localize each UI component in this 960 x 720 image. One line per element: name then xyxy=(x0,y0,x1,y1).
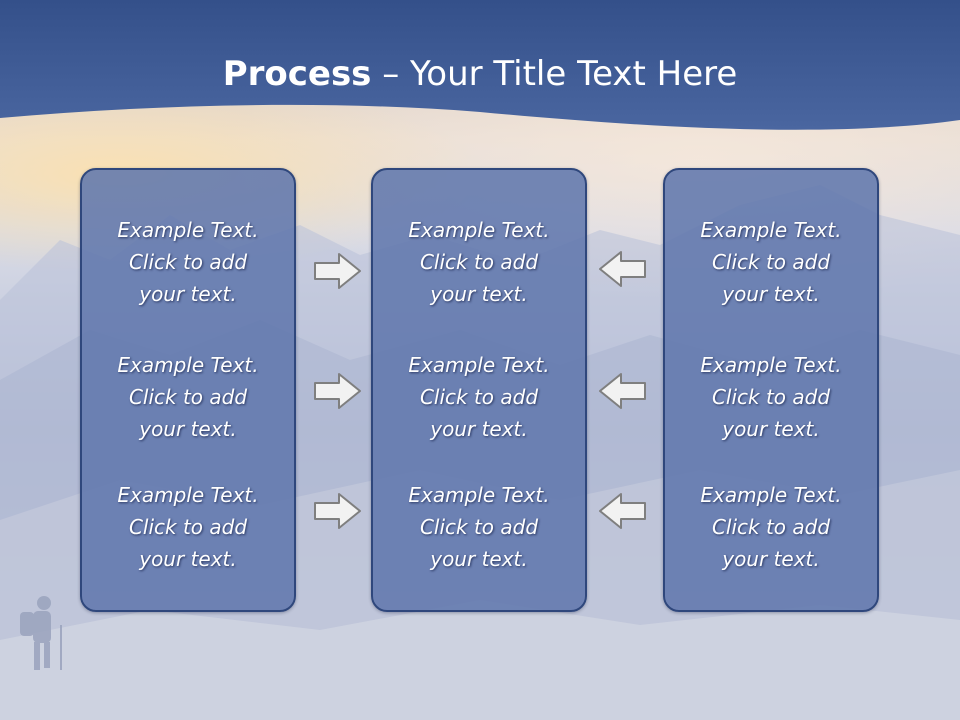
entry-line: Example Text. xyxy=(700,218,842,242)
entry-line: your text. xyxy=(139,547,237,571)
title-rest: – Your Title Text Here xyxy=(371,54,738,94)
entry-line: Example Text. xyxy=(408,483,550,507)
left-arrow-icon[interactable] xyxy=(597,249,647,289)
entry-right-1[interactable]: Example Text. Click to add your text. xyxy=(665,214,877,310)
entry-line: your text. xyxy=(722,547,820,571)
entry-line: your text. xyxy=(722,417,820,441)
entry-line: Click to add xyxy=(419,250,539,274)
entry-left-1[interactable]: Example Text. Click to add your text. xyxy=(82,214,294,310)
entry-line: your text. xyxy=(139,282,237,306)
entry-line: Click to add xyxy=(128,515,248,539)
right-arrow-icon[interactable] xyxy=(313,491,363,531)
entry-line: your text. xyxy=(430,547,528,571)
entry-line: Click to add xyxy=(128,250,248,274)
text-box-center[interactable]: Example Text. Click to add your text. Ex… xyxy=(371,168,587,612)
entry-center-2[interactable]: Example Text. Click to add your text. xyxy=(373,349,585,445)
entry-line: your text. xyxy=(139,417,237,441)
entry-line: Example Text. xyxy=(117,483,259,507)
left-arrow-icon[interactable] xyxy=(597,491,647,531)
entry-line: Example Text. xyxy=(408,353,550,377)
hiker-silhouette xyxy=(20,596,62,670)
entry-right-3[interactable]: Example Text. Click to add your text. xyxy=(665,479,877,575)
entry-center-1[interactable]: Example Text. Click to add your text. xyxy=(373,214,585,310)
entry-line: Example Text. xyxy=(117,353,259,377)
right-arrow-icon[interactable] xyxy=(313,251,363,291)
entry-left-3[interactable]: Example Text. Click to add your text. xyxy=(82,479,294,575)
entry-line: your text. xyxy=(430,417,528,441)
entry-line: Example Text. xyxy=(117,218,259,242)
left-arrow-icon[interactable] xyxy=(597,371,647,411)
text-box-left[interactable]: Example Text. Click to add your text. Ex… xyxy=(80,168,296,612)
entry-center-3[interactable]: Example Text. Click to add your text. xyxy=(373,479,585,575)
right-arrow-icon[interactable] xyxy=(313,371,363,411)
entry-line: your text. xyxy=(722,282,820,306)
entry-line: Click to add xyxy=(711,250,831,274)
title-band xyxy=(0,0,960,130)
entry-line: Example Text. xyxy=(700,483,842,507)
entry-right-2[interactable]: Example Text. Click to add your text. xyxy=(665,349,877,445)
entry-line: your text. xyxy=(430,282,528,306)
slide-title[interactable]: Process – Your Title Text Here xyxy=(0,52,960,96)
entry-line: Click to add xyxy=(711,515,831,539)
entry-left-2[interactable]: Example Text. Click to add your text. xyxy=(82,349,294,445)
entry-line: Example Text. xyxy=(408,218,550,242)
entry-line: Click to add xyxy=(128,385,248,409)
entry-line: Click to add xyxy=(711,385,831,409)
entry-line: Click to add xyxy=(419,515,539,539)
entry-line: Click to add xyxy=(419,385,539,409)
entry-line: Example Text. xyxy=(700,353,842,377)
title-strong: Process xyxy=(222,54,372,94)
text-box-right[interactable]: Example Text. Click to add your text. Ex… xyxy=(663,168,879,612)
